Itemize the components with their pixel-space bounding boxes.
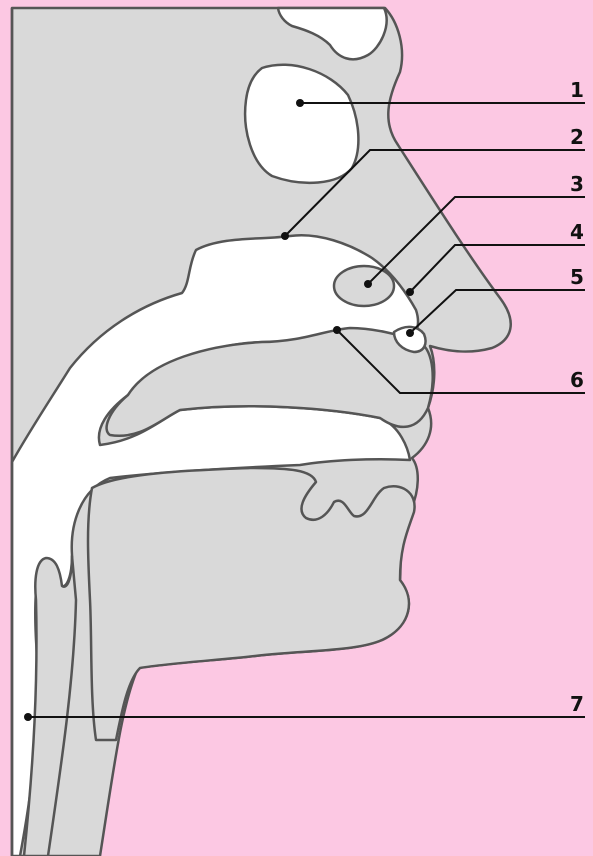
pointer-dot-1 <box>296 99 304 107</box>
pointer-dot-6 <box>333 326 341 334</box>
pointer-dot-4 <box>406 288 414 296</box>
pointer-dot-3 <box>364 280 372 288</box>
label-7: 7 <box>570 694 584 714</box>
label-1: 1 <box>570 80 584 100</box>
label-5: 5 <box>570 267 584 287</box>
pointer-dot-7 <box>24 713 32 721</box>
pointer-dot-2 <box>281 232 289 240</box>
label-2: 2 <box>570 127 584 147</box>
turbinate <box>334 266 394 306</box>
pointer-dot-5 <box>406 329 414 337</box>
label-4: 4 <box>570 222 584 242</box>
label-3: 3 <box>570 174 584 194</box>
label-6: 6 <box>570 370 584 390</box>
